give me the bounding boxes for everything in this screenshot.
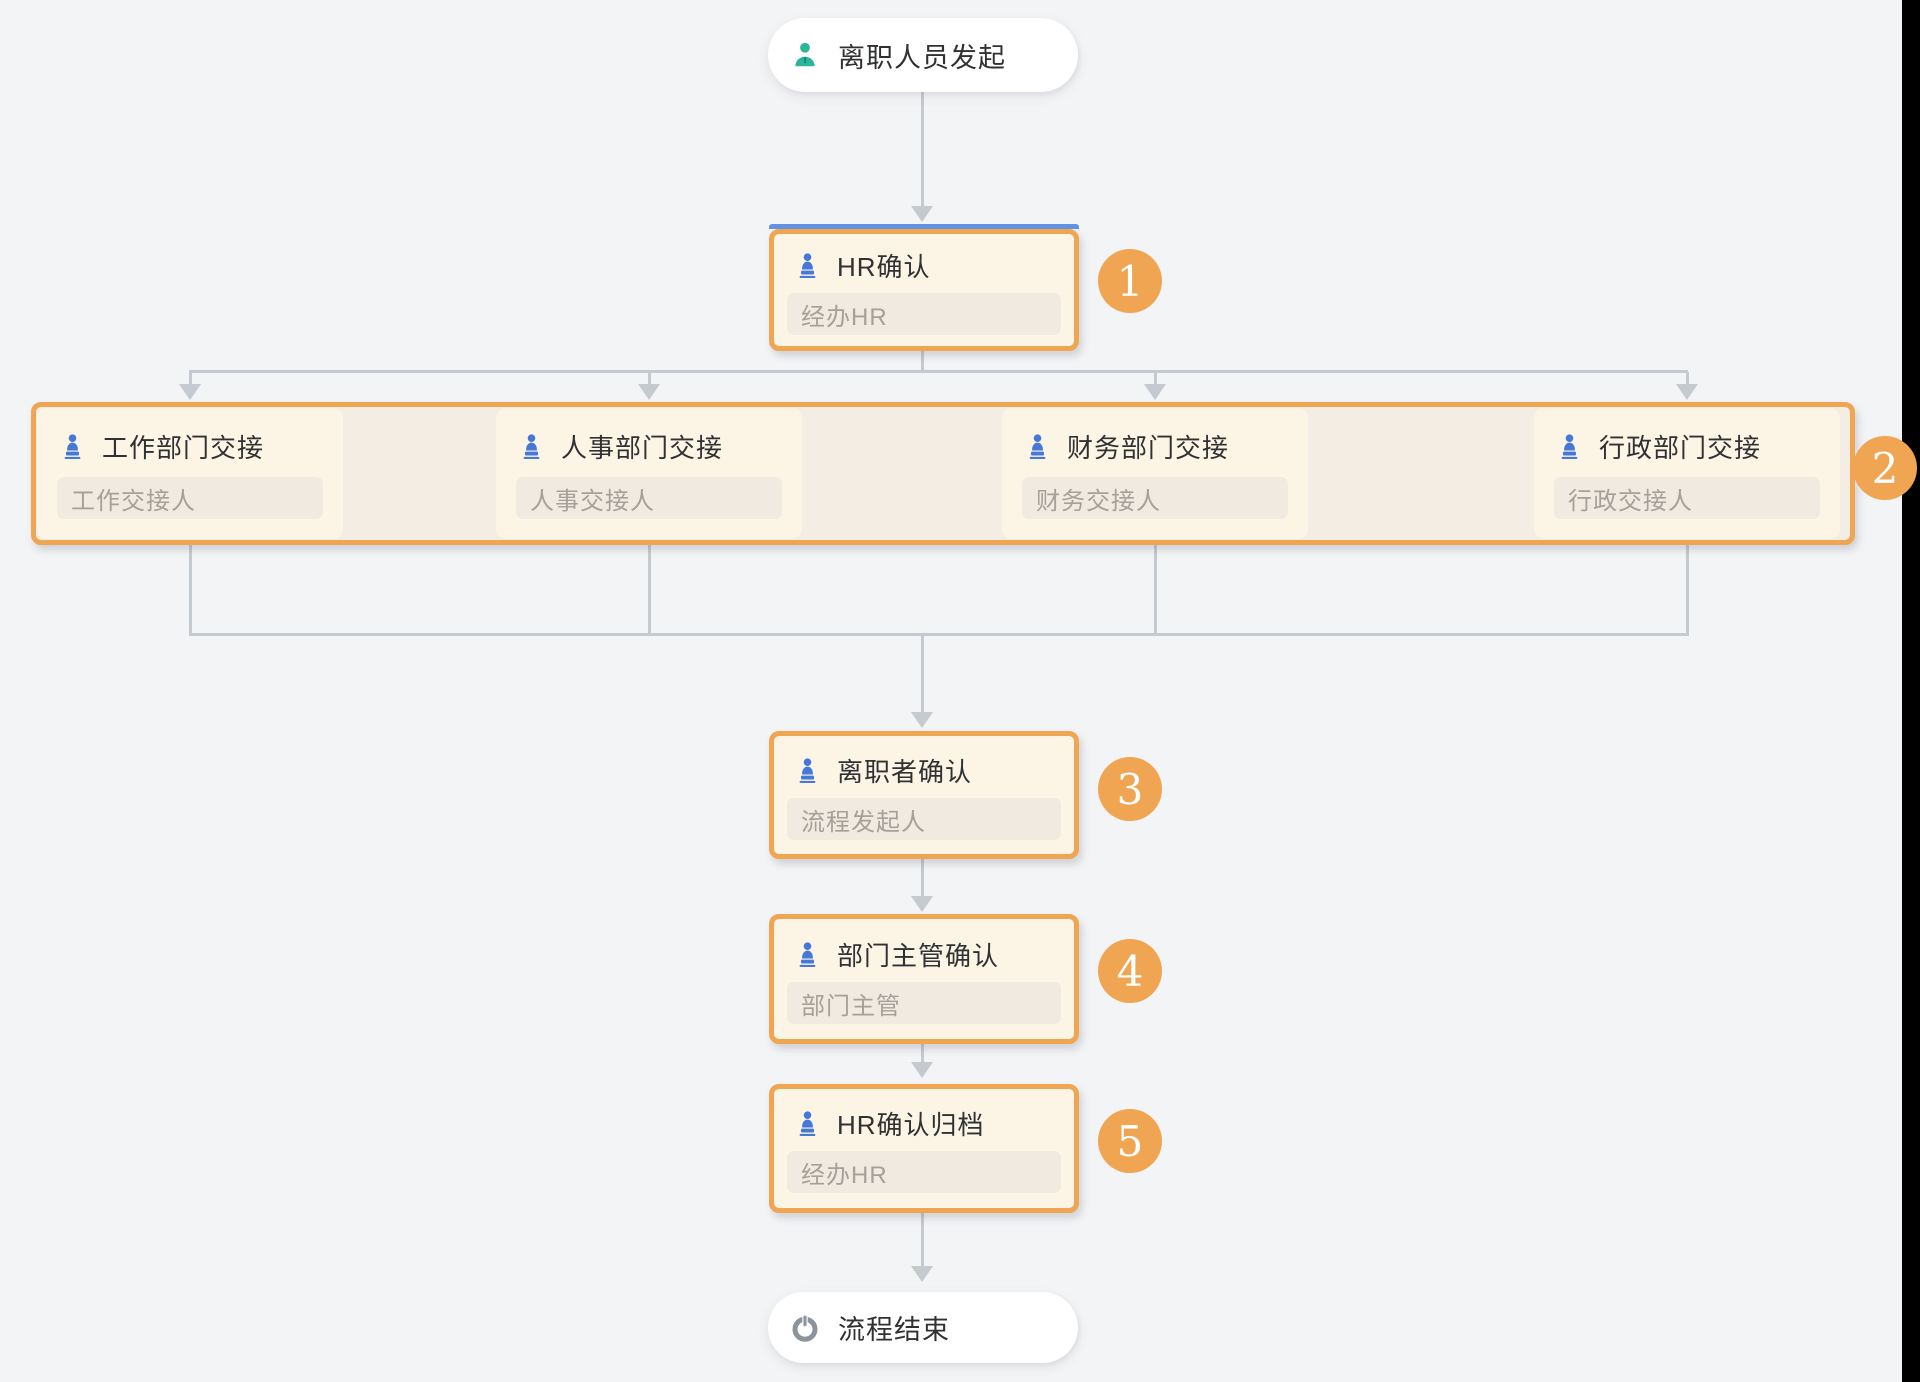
node-title: 行政部门交接	[1599, 432, 1762, 463]
selected-node-top-bar	[769, 224, 1079, 229]
arrowhead	[1144, 384, 1166, 400]
arrowhead	[638, 384, 660, 400]
node-hr-confirm[interactable]: HR确认 经办HR	[769, 229, 1079, 351]
arrowhead	[911, 896, 933, 912]
power-icon	[790, 1313, 820, 1343]
node-title: 财务部门交接	[1067, 432, 1230, 463]
arrowhead	[911, 206, 933, 222]
node-hr-dept-handover[interactable]: 人事部门交接 人事交接人	[496, 408, 802, 539]
approver-stamp-icon	[794, 252, 821, 279]
step-badge-1: 1	[1098, 249, 1162, 313]
arrowhead	[1676, 384, 1698, 400]
end-node[interactable]: 流程结束	[768, 1292, 1078, 1363]
connector-start-to-hr	[921, 92, 924, 206]
connector-drop-3	[1154, 372, 1157, 384]
assignee-field[interactable]: 工作交接人	[57, 477, 323, 519]
node-hr-archive[interactable]: HR确认归档 经办HR	[769, 1084, 1079, 1213]
connector-rise-1	[189, 545, 192, 636]
connector-drop-2	[648, 372, 651, 384]
connector-fanin-horizontal	[189, 633, 1688, 636]
step-badge-5: 5	[1098, 1109, 1162, 1173]
approver-stamp-icon	[59, 433, 86, 460]
step-badge-2: 2	[1853, 436, 1917, 500]
node-work-handover[interactable]: 工作部门交接 工作交接人	[37, 408, 343, 539]
connector-drop-4	[1686, 372, 1689, 384]
connector-archive-to-end	[921, 1213, 924, 1266]
connector-rise-3	[1154, 545, 1157, 636]
node-title: HR确认归档	[837, 1109, 985, 1140]
assignee-field[interactable]: 经办HR	[787, 1151, 1061, 1193]
node-supervisor-confirm[interactable]: 部门主管确认 部门主管	[769, 914, 1079, 1044]
approver-stamp-icon	[794, 1110, 821, 1137]
arrowhead	[911, 1062, 933, 1078]
assignee-field[interactable]: 财务交接人	[1022, 477, 1288, 519]
arrowhead	[911, 712, 933, 728]
assignee-field[interactable]: 经办HR	[787, 293, 1061, 335]
connector-to-leaver	[921, 634, 924, 712]
approver-stamp-icon	[1556, 433, 1583, 460]
node-title: 工作部门交接	[102, 432, 265, 463]
connector-rise-4	[1686, 545, 1689, 636]
assignee-field[interactable]: 行政交接人	[1554, 477, 1820, 519]
approver-stamp-icon	[1024, 433, 1051, 460]
start-node-label: 离职人员发起	[838, 42, 1006, 73]
node-title: 离职者确认	[837, 756, 973, 787]
connector-leaver-to-supervisor	[921, 859, 924, 896]
assignee-field[interactable]: 流程发起人	[787, 798, 1061, 840]
assignee-field[interactable]: 人事交接人	[516, 477, 782, 519]
connector-rise-2	[648, 545, 651, 636]
connector-hr-stem	[921, 351, 924, 373]
node-title: 部门主管确认	[837, 940, 1000, 971]
start-node[interactable]: 离职人员发起	[768, 18, 1078, 92]
node-finance-handover[interactable]: 财务部门交接 财务交接人	[1002, 408, 1308, 539]
right-edge-strip	[1902, 0, 1920, 1382]
connector-supervisor-to-archive	[921, 1044, 924, 1062]
approver-stamp-icon	[794, 757, 821, 784]
step-badge-3: 3	[1098, 757, 1162, 821]
connector-fanout-horizontal	[189, 370, 1688, 373]
node-leaver-confirm[interactable]: 离职者确认 流程发起人	[769, 731, 1079, 859]
node-title: 人事部门交接	[561, 432, 724, 463]
approver-stamp-icon	[794, 941, 821, 968]
step-badge-4: 4	[1098, 939, 1162, 1003]
assignee-field[interactable]: 部门主管	[787, 982, 1061, 1024]
end-node-label: 流程结束	[838, 1315, 950, 1345]
arrowhead	[179, 384, 201, 400]
node-title: HR确认	[837, 251, 931, 282]
initiator-user-icon	[790, 40, 820, 70]
arrowhead	[911, 1266, 933, 1282]
connector-drop-1	[189, 372, 192, 384]
node-admin-handover[interactable]: 行政部门交接 行政交接人	[1534, 408, 1840, 539]
approver-stamp-icon	[518, 433, 545, 460]
